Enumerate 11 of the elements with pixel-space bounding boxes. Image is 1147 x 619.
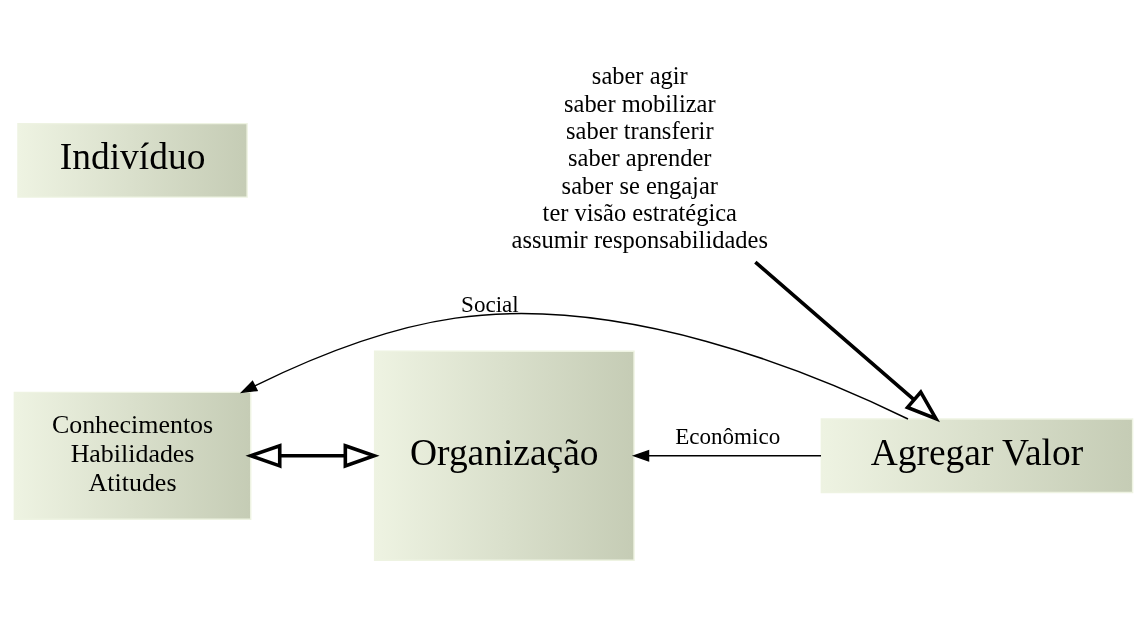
arrow: [754, 260, 941, 423]
arrow: [631, 449, 822, 462]
edge-label: Econômico: [675, 422, 781, 449]
node-text: saber agir saber mobilizar saber transferir saber aprender saber se engajar ter visão estratégica assumir responsabilidades: [511, 62, 768, 254]
node-box: Organização: [373, 350, 635, 561]
arrow: [245, 443, 380, 469]
node-box: Conhecimentos Habilidades Atitudes: [13, 391, 252, 520]
arrow: [239, 313, 909, 420]
node-box: Agregar Valor: [820, 418, 1134, 494]
edge-label: Social: [461, 291, 519, 318]
node-box: Indivíduo: [17, 122, 248, 198]
